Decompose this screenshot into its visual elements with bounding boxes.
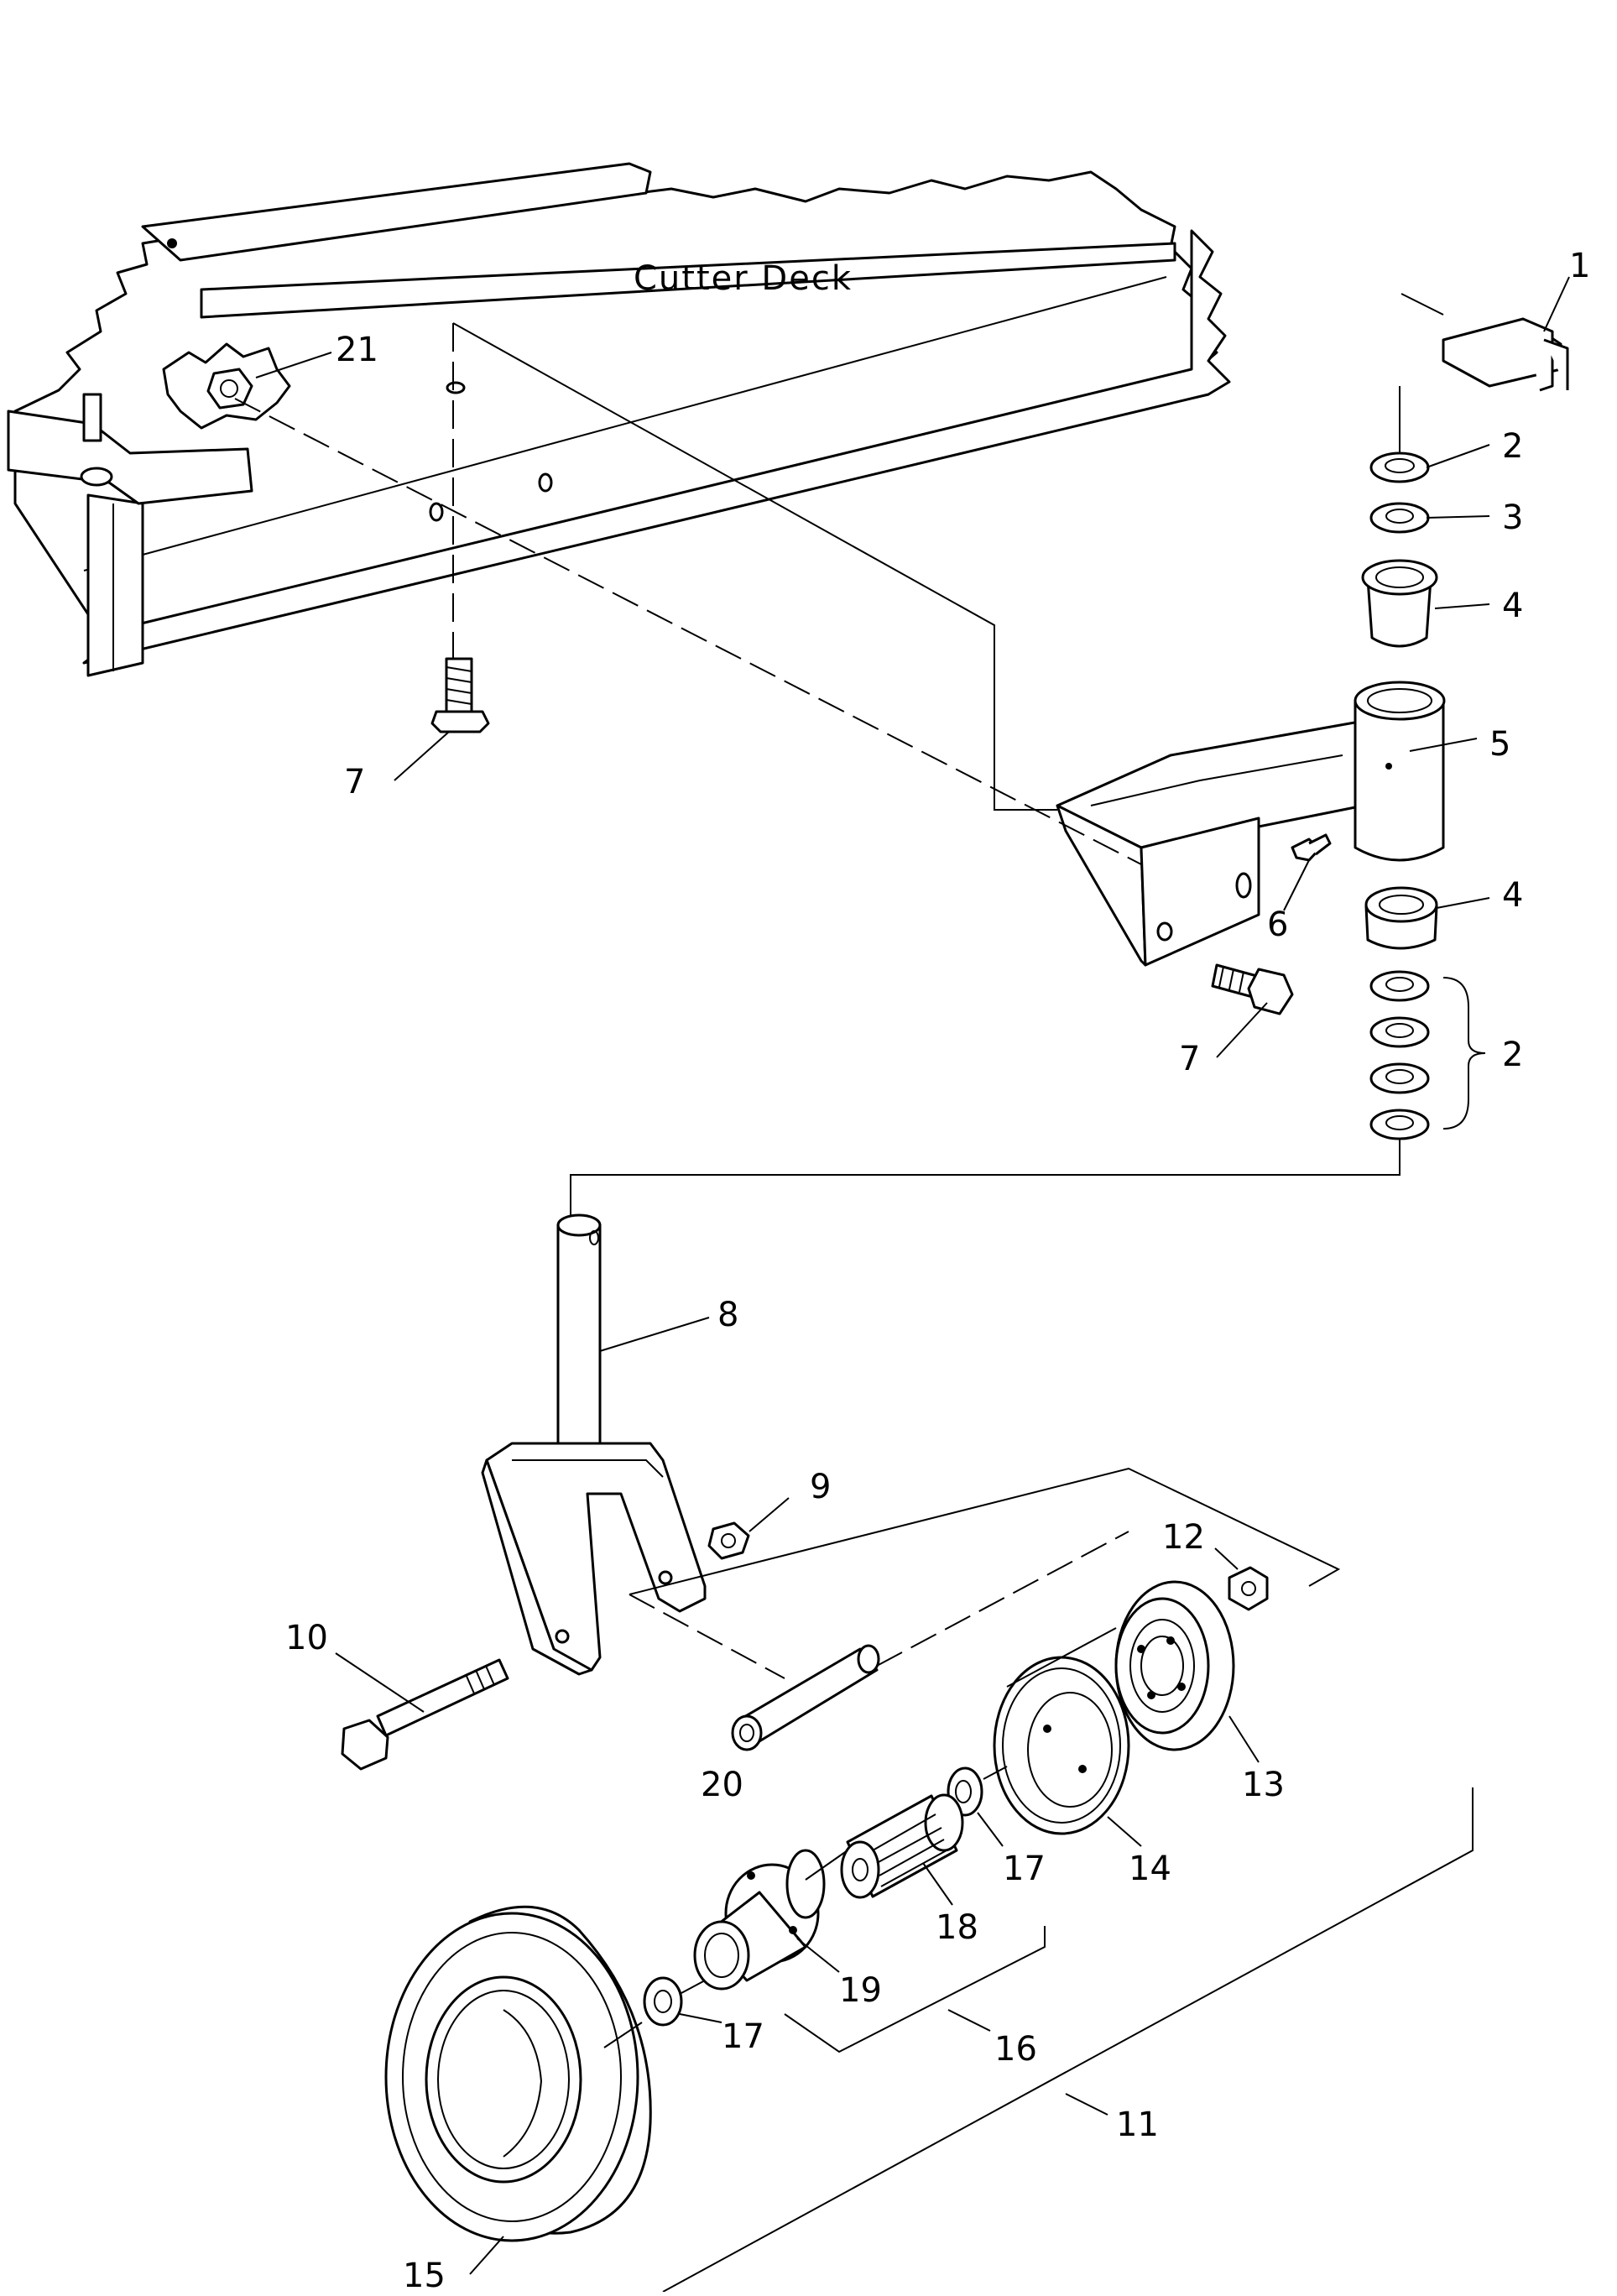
wheel-half-14	[993, 1656, 1130, 1835]
nut-12	[1228, 1566, 1269, 1611]
cutter-deck-edge	[83, 276, 1167, 571]
brace-2	[1442, 977, 1486, 1130]
grease-fitting-6	[1291, 833, 1332, 862]
bolt-7-lower	[1211, 963, 1294, 1015]
nut-21	[206, 368, 253, 410]
callout-4b: 4	[1502, 876, 1523, 915]
cutter-deck-end-bracket	[7, 410, 253, 505]
callout-2b: 2	[1502, 1036, 1523, 1074]
callout-10: 10	[285, 1619, 328, 1657]
bolt-10	[341, 1658, 509, 1771]
assembly-lines	[234, 293, 1474, 2293]
callout-8: 8	[717, 1296, 738, 1334]
cutter-deck: Cutter Deck	[7, 162, 1231, 677]
cutter-deck-front-face	[82, 229, 1231, 665]
callout-12: 12	[1162, 1518, 1205, 1557]
callout-1: 1	[1569, 247, 1590, 285]
cutter-deck-top-rail	[141, 162, 652, 262]
callout-leaders	[255, 276, 1570, 2275]
tire-15	[384, 1905, 652, 2242]
caster-bracket-tube	[1354, 699, 1445, 862]
deck-hole	[446, 381, 466, 394]
bolt-7-upper	[430, 657, 490, 733]
callout-17a: 17	[1003, 1850, 1046, 1888]
bearing-17-lower	[643, 1976, 683, 2027]
callout-21: 21	[336, 331, 378, 369]
fork-spindle	[556, 1224, 602, 1453]
callout-19: 19	[839, 1971, 882, 2010]
callout-7a: 7	[344, 763, 365, 801]
callout-2: 2	[1502, 427, 1523, 466]
cutter-deck-leg	[86, 493, 144, 677]
callout-20: 20	[701, 1766, 743, 1804]
callout-14: 14	[1129, 1850, 1171, 1888]
callout-7b: 7	[1179, 1040, 1200, 1078]
deck-label: Cutter Deck	[634, 259, 853, 298]
hub-19	[693, 1849, 826, 1991]
deck-hole	[538, 472, 553, 493]
caster-fork-8	[481, 1213, 707, 1676]
callout-9: 9	[810, 1468, 831, 1506]
washer-3	[1369, 502, 1430, 534]
callout-11: 11	[1116, 2106, 1159, 2144]
deck-hole	[429, 502, 444, 522]
bushing-4-top	[1361, 559, 1438, 648]
spacer-tube-20	[731, 1644, 880, 1751]
washer-2-top	[1369, 451, 1430, 483]
callout-3: 3	[1502, 498, 1523, 537]
washer-stack-2	[1369, 970, 1430, 1140]
callout-13: 13	[1242, 1766, 1285, 1804]
callout-17b: 17	[722, 2017, 764, 2056]
callout-16: 16	[994, 2030, 1037, 2069]
wheel-half-13	[1114, 1580, 1235, 1751]
clip-1	[1442, 317, 1569, 392]
callout-18: 18	[936, 1908, 978, 1947]
nut-9	[707, 1521, 750, 1560]
callout-6: 6	[1267, 905, 1288, 944]
callout-4: 4	[1502, 587, 1523, 625]
caster-bracket	[1056, 681, 1446, 967]
roller-bearing-18	[840, 1793, 964, 1899]
callout-5: 5	[1489, 725, 1510, 764]
bushing-4-bottom	[1364, 886, 1438, 950]
callout-15: 15	[403, 2257, 446, 2292]
callout-numbers: 1 2 3 4 5 6 4 2 7 7 21 8 9 10 12 13 14 1…	[285, 247, 1590, 2295]
